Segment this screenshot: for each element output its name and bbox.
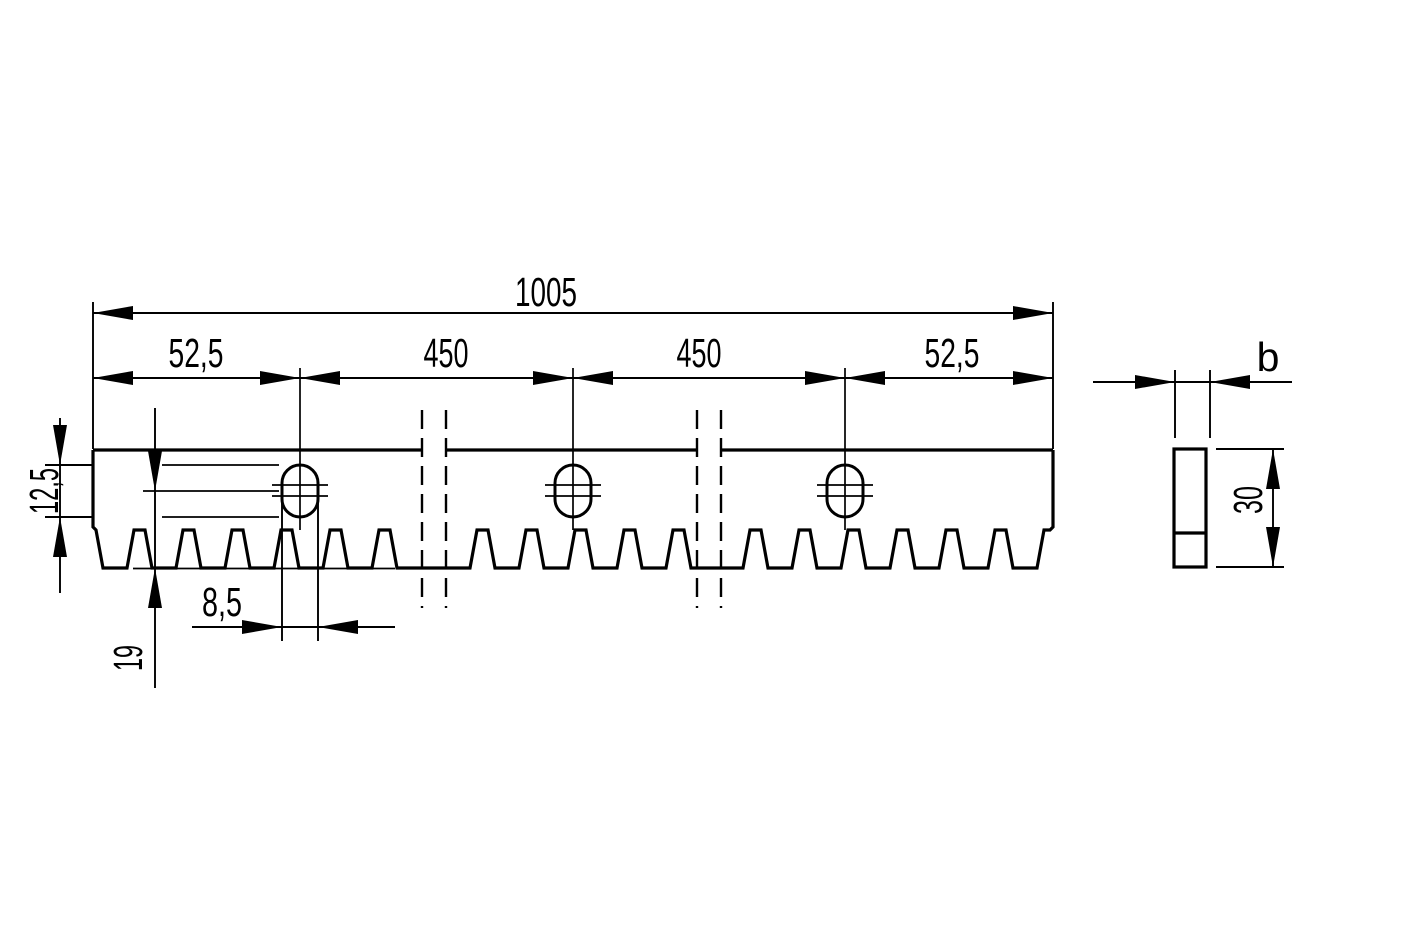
dimension-arrowhead [318, 620, 358, 634]
dimension-arrowhead [260, 371, 300, 385]
dim-label-spacing-right: 450 [677, 330, 722, 376]
dimension-arrowhead [845, 371, 885, 385]
dimension-arrowhead [93, 306, 133, 320]
dimension-arrowhead [53, 425, 67, 465]
break-lines [420, 410, 723, 608]
dim-label-slot-length: 12,5 [21, 468, 67, 514]
dim-label-spacing-left: 450 [424, 330, 469, 376]
dim-slot-width: 8,5 [192, 500, 395, 641]
dimension-arrowhead [573, 371, 613, 385]
dim-section-width: b [1093, 334, 1292, 438]
rack-front-view [91, 368, 1055, 608]
dimension-arrowhead [1135, 375, 1175, 389]
dimension-arrowhead [300, 371, 340, 385]
dim-label-b: b [1257, 334, 1280, 380]
mounting-slot-1 [272, 368, 328, 530]
mounting-slot-3 [817, 368, 873, 530]
dimension-arrowhead [1013, 306, 1053, 320]
dim-label-overall: 1005 [515, 269, 577, 315]
dimension-arrowhead [1266, 527, 1280, 567]
dim-label-19: 19 [105, 645, 151, 671]
dim-overall-length: 1005 [92, 269, 1054, 449]
mounting-slot-2 [545, 368, 601, 530]
dimension-arrows [53, 306, 1280, 634]
rack-side-view [1172, 447, 1208, 569]
dimension-arrowhead [148, 451, 162, 491]
dimension-arrowhead [1266, 449, 1280, 489]
dimension-arrowhead [1013, 371, 1053, 385]
dimension-arrowhead [148, 568, 162, 608]
rack-toothed-outline [91, 450, 1055, 570]
dim-label-left-offset: 52,5 [169, 330, 224, 376]
side-profile [1172, 447, 1208, 569]
dim-label-right-offset: 52,5 [925, 330, 980, 376]
dim-label-30: 30 [1225, 486, 1271, 514]
dimension-arrowhead [805, 371, 845, 385]
dimension-arrowhead [53, 517, 67, 557]
dim-label-slot-width: 8,5 [202, 579, 242, 625]
dimension-arrowhead [533, 371, 573, 385]
dimension-arrowhead [1210, 375, 1250, 389]
dimension-arrowhead [242, 620, 282, 634]
dimension-arrowhead [93, 371, 133, 385]
